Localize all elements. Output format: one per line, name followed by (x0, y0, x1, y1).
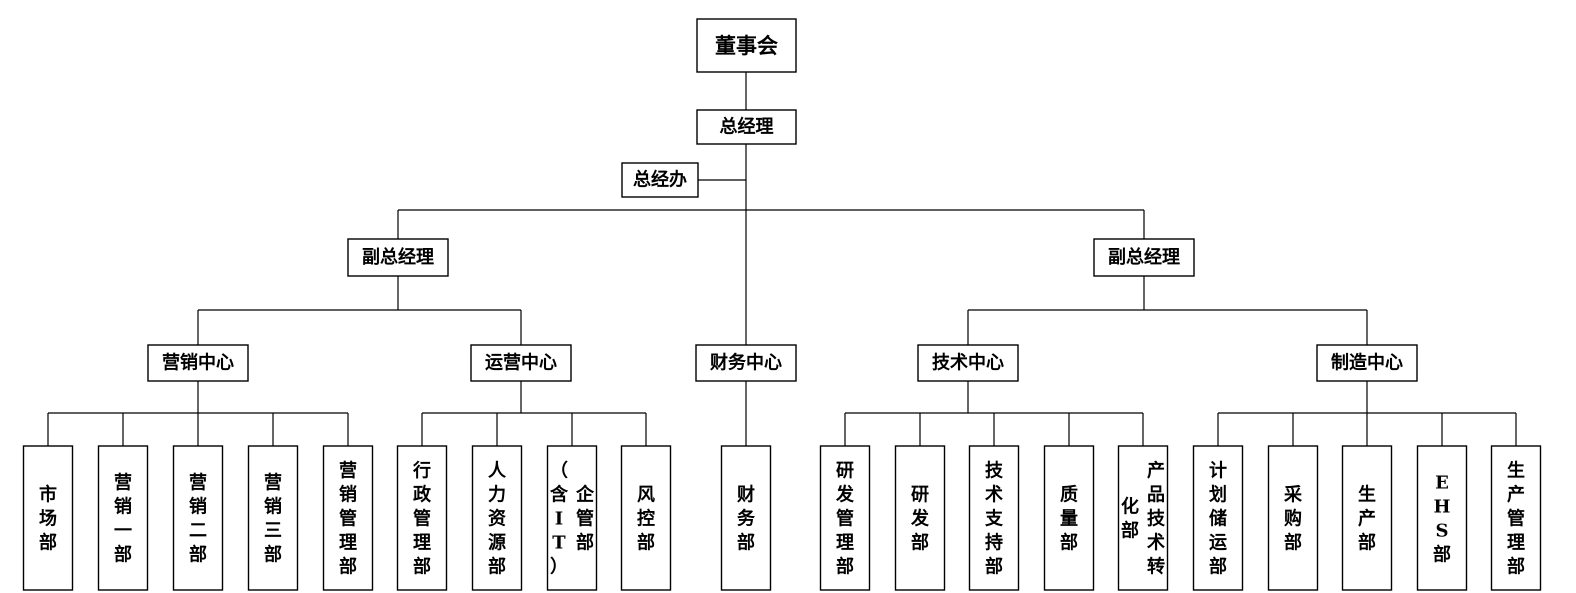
dept-sales3: 营销三部 (247, 445, 299, 591)
connector-lines (47, 72, 1517, 446)
dept-sales3-label: 营销三部 (264, 472, 282, 566)
dept-rd-mgmt-label: 研发管理部 (835, 461, 855, 578)
dept-tech-support-label: 技术支持部 (984, 460, 1004, 578)
dept-sales-mgmt-label: 营销管理部 (339, 460, 357, 578)
dept-quality-label: 质量部 (1060, 485, 1078, 554)
board-node: 董事会 (696, 18, 797, 73)
dept-finance: 财务部 (720, 445, 772, 591)
dept-sales2-label: 营销二部 (189, 472, 207, 566)
dept-quality: 质量部 (1043, 445, 1095, 591)
vp-right-node: 副总经理 (1093, 238, 1195, 277)
dept-admin-label: 行政管理部 (412, 460, 432, 578)
center-technology-label: 技术中心 (932, 352, 1004, 374)
vp-left-label: 副总经理 (362, 246, 434, 268)
center-technology: 技术中心 (917, 344, 1019, 382)
dept-purchasing-label: 采购部 (1283, 485, 1303, 554)
dept-hr-label: 人力资源部 (488, 461, 507, 578)
center-marketing-label: 营销中心 (162, 352, 234, 374)
general-manager-node: 总经理 (696, 109, 797, 145)
dept-rd: 研发部 (894, 445, 946, 591)
dept-rd-mgmt: 研发管理部 (819, 445, 871, 591)
dept-production-mgmt: 生产管理部 (1490, 445, 1542, 591)
center-finance-label: 财务中心 (710, 352, 782, 374)
dept-risk: 风控部 (620, 445, 672, 591)
center-operations-label: 运营中心 (485, 352, 557, 374)
center-manufacturing: 制造中心 (1316, 344, 1418, 382)
dept-planning-label: 计划储运部 (1208, 460, 1227, 578)
dept-market: 市场部 (22, 445, 74, 591)
dept-purchasing: 采购部 (1267, 445, 1319, 591)
dept-sales-mgmt: 营销管理部 (322, 445, 374, 591)
dept-sales2: 营销二部 (172, 445, 224, 591)
vp-left-node: 副总经理 (347, 238, 449, 277)
dept-admin: 行政管理部 (396, 445, 448, 591)
dept-production-mgmt-label: 生产管理部 (1507, 460, 1525, 578)
general-manager-label: 总经理 (720, 116, 774, 138)
gm-office-label: 总经办 (633, 169, 687, 191)
dept-sales1-label: 营销一部 (114, 472, 132, 566)
gm-office-node: 总经办 (621, 162, 699, 198)
center-manufacturing-label: 制造中心 (1331, 352, 1403, 374)
dept-rd-label: 研发部 (910, 485, 930, 554)
dept-market-label: 市场部 (39, 484, 57, 554)
dept-risk-label: 风控部 (637, 485, 655, 554)
center-finance: 财务中心 (695, 344, 797, 382)
center-marketing: 营销中心 (147, 344, 249, 382)
vp-right-label: 副总经理 (1108, 246, 1180, 268)
center-operations: 运营中心 (470, 344, 572, 382)
dept-productization: 化部产品技术转 (1117, 445, 1169, 591)
board-label: 董事会 (715, 33, 778, 58)
dept-productization-label: 化部产品技术转 (1121, 460, 1166, 578)
dept-production-label: 生产部 (1358, 484, 1376, 554)
dept-planning: 计划储运部 (1192, 445, 1244, 591)
dept-hr: 人力资源部 (471, 445, 523, 591)
dept-finance-label: 财务部 (737, 484, 756, 554)
dept-tech-support: 技术支持部 (968, 445, 1020, 591)
dept-production: 生产部 (1341, 445, 1393, 591)
dept-sales1: 营销一部 (97, 445, 149, 591)
